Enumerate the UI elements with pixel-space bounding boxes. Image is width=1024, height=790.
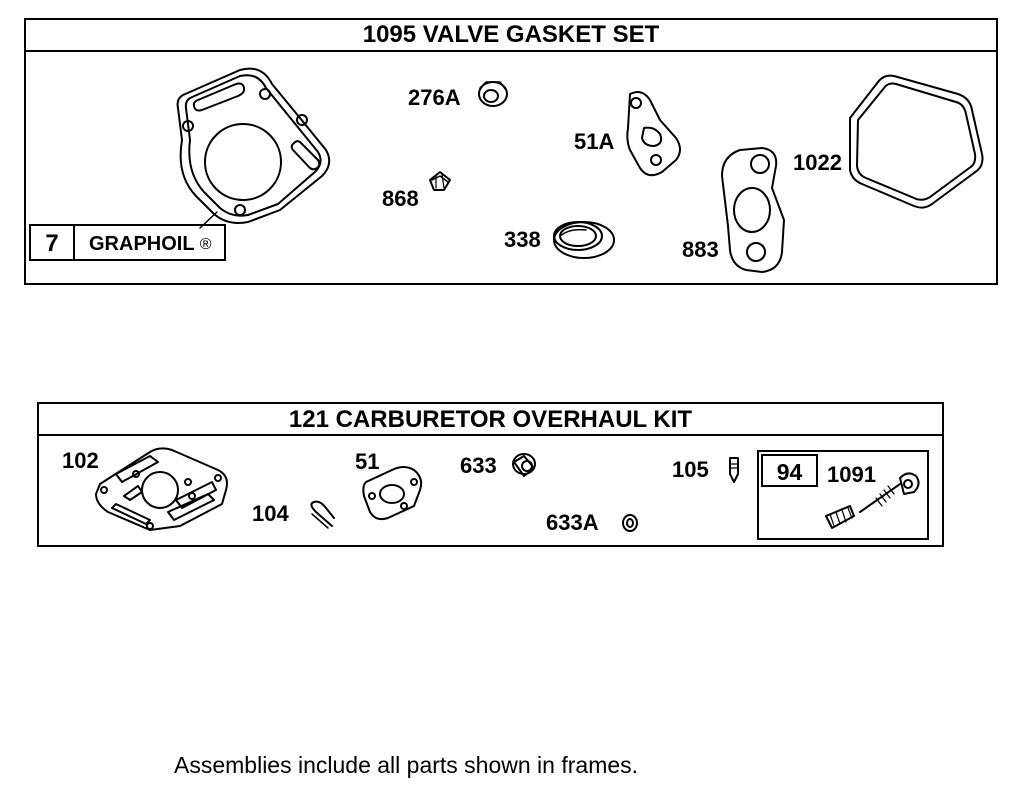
part-338-drawing — [553, 221, 615, 259]
subassembly-94-number-cell: 94 — [761, 454, 818, 487]
graphoil-box: 7 GRAPHOIL ® — [29, 224, 226, 261]
part-1022-drawing — [849, 74, 984, 209]
part-105-drawing — [729, 457, 739, 483]
part-label-276a: 276A — [408, 85, 461, 110]
part-label-1022: 1022 — [793, 150, 842, 175]
part-label-104: 104 — [252, 501, 289, 526]
part-label-105: 105 — [672, 457, 709, 482]
part-label-338: 338 — [504, 227, 541, 252]
part-51-drawing — [362, 466, 423, 521]
part-633-drawing — [512, 453, 536, 477]
registered-mark: ® — [199, 236, 212, 253]
head-gasket-drawing — [176, 67, 331, 229]
part-label-883: 883 — [682, 237, 719, 262]
part-633a-drawing — [622, 514, 638, 532]
part-883-drawing — [721, 147, 785, 273]
part-label-1091: 1091 — [827, 462, 876, 487]
valve-gasket-set-frame: 1095 VALVE GASKET SET — [24, 18, 998, 285]
subassembly-94-frame: 94 1091 — [757, 450, 929, 540]
carburetor-overhaul-kit-title: 121 CARBURETOR OVERHAUL KIT — [39, 404, 942, 436]
part-102-drawing — [95, 447, 228, 531]
graphoil-number-cell — [31, 224, 75, 261]
part-label-868: 868 — [382, 186, 419, 211]
part-868-drawing — [429, 171, 451, 191]
part-label-633a: 633A — [546, 510, 599, 535]
footer-note: Assemblies include all parts shown in fr… — [174, 752, 639, 778]
graphoil-part-number: 7 — [45, 230, 59, 257]
part-51a-drawing — [626, 91, 681, 177]
part-label-102: 102 — [62, 448, 99, 473]
graphoil-text: GRAPHOIL — [89, 233, 195, 255]
valve-gasket-set-title: 1095 VALVE GASKET SET — [26, 20, 996, 52]
part-label-51a: 51A — [574, 129, 615, 154]
part-1091-drawing — [825, 472, 920, 529]
carburetor-overhaul-kit-frame: 121 CARBURETOR OVERHAUL KIT — [37, 402, 944, 547]
subassembly-94-number: 94 — [776, 459, 803, 485]
part-276a-drawing — [478, 81, 508, 107]
part-label-51: 51 — [355, 449, 380, 474]
graphoil-label: GRAPHOIL ® — [89, 232, 212, 258]
part-104-drawing — [310, 500, 335, 529]
part-label-633: 633 — [460, 453, 497, 478]
